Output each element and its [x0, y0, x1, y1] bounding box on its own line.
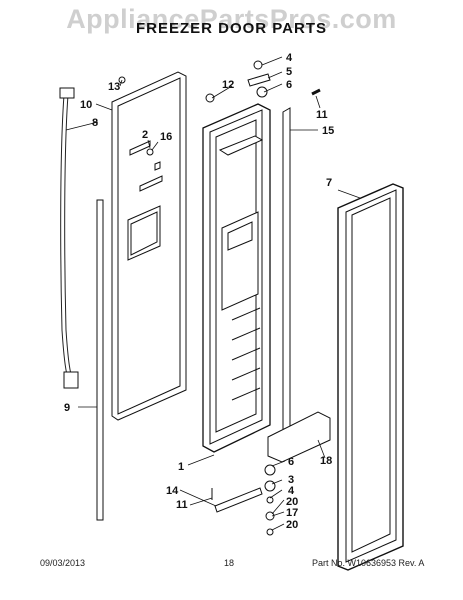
top-hinge-hardware — [118, 60, 321, 156]
callout-6: 6 — [286, 79, 292, 91]
callout-2: 2 — [142, 129, 148, 141]
gasket-strip-left — [96, 199, 104, 521]
door-gasket — [337, 183, 404, 571]
callout-14: 14 — [166, 485, 179, 497]
callout-9: 9 — [64, 402, 70, 414]
callout-20b: 20 — [286, 519, 298, 531]
callout-7: 7 — [326, 177, 332, 189]
inner-door-panel — [111, 71, 187, 421]
watermark: AppliancePartsPros.com — [66, 4, 397, 34]
callout-8: 8 — [92, 117, 98, 129]
footer-part-number: Part No. W10636953 Rev. A — [312, 558, 425, 568]
callout-12: 12 — [222, 79, 234, 91]
footer-date: 09/03/2013 — [40, 558, 86, 568]
trim-strip-right — [282, 107, 291, 439]
callout-13: 13 — [108, 81, 120, 93]
callout-5: 5 — [286, 66, 292, 78]
callout-6b: 6 — [288, 456, 294, 468]
callout-15: 15 — [322, 125, 334, 137]
callout-4b: 4 — [288, 485, 295, 497]
hinge-cable — [59, 87, 79, 389]
callout-16: 16 — [160, 131, 172, 143]
callout-4: 4 — [286, 52, 293, 64]
callout-11b: 11 — [176, 499, 188, 511]
callout-3: 3 — [288, 474, 294, 486]
callout-20: 20 — [286, 496, 298, 508]
callout-17: 17 — [286, 507, 298, 519]
callout-18: 18 — [320, 455, 332, 467]
callout-11: 11 — [316, 109, 328, 121]
footer-page: 18 — [224, 558, 235, 568]
freezer-door-assembly — [202, 103, 271, 453]
bottom-hinge-hardware — [211, 411, 331, 536]
callout-10: 10 — [80, 99, 92, 111]
page-title: FREEZER DOOR PARTS — [135, 20, 328, 37]
leader-lines — [65, 56, 361, 531]
callout-1: 1 — [178, 461, 184, 473]
callout-labels: 13 10 8 2 16 12 4 5 6 11 15 7 9 1 6 3 4 … — [64, 52, 334, 531]
